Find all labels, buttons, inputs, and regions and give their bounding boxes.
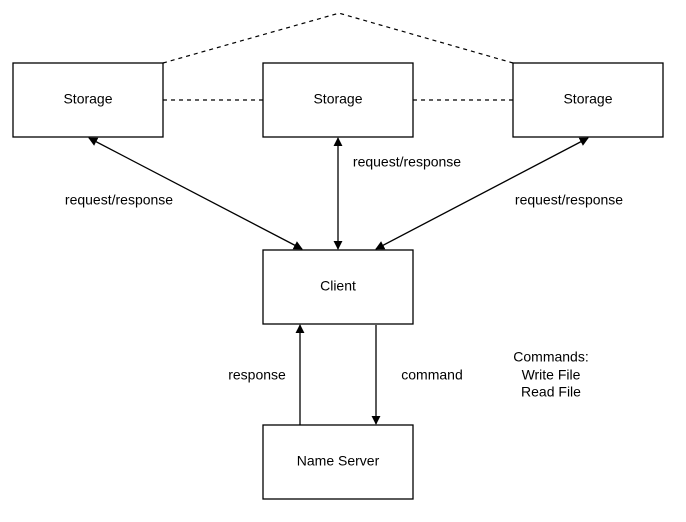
name-server-node: Name Server (262, 424, 414, 500)
commands-note-item: Read File (521, 384, 581, 400)
edge-label-response: response (228, 367, 286, 383)
edge-label-command: command (401, 367, 462, 383)
storage-node-right-label: Storage (563, 91, 612, 107)
edge-label-storage-center-client: request/response (353, 154, 461, 170)
storage-node-left: Storage (12, 62, 164, 138)
edge-storage-left-client (88, 137, 303, 250)
storage-node-center-label: Storage (313, 91, 362, 107)
commands-note: Commands: Write File Read File (513, 349, 588, 400)
commands-note-title: Commands: (513, 349, 588, 365)
commands-note-item: Write File (522, 367, 581, 383)
replication-link-top (162, 12, 514, 64)
edge-storage-right-client (375, 137, 589, 250)
storage-node-left-label: Storage (63, 91, 112, 107)
client-node-label: Client (320, 278, 356, 294)
name-server-node-label: Name Server (297, 453, 380, 469)
storage-node-center: Storage (262, 62, 414, 138)
client-node: Client (262, 249, 414, 325)
edge-label-storage-right-client: request/response (515, 192, 623, 208)
storage-node-right: Storage (512, 62, 664, 138)
edge-label-storage-left-client: request/response (65, 192, 173, 208)
